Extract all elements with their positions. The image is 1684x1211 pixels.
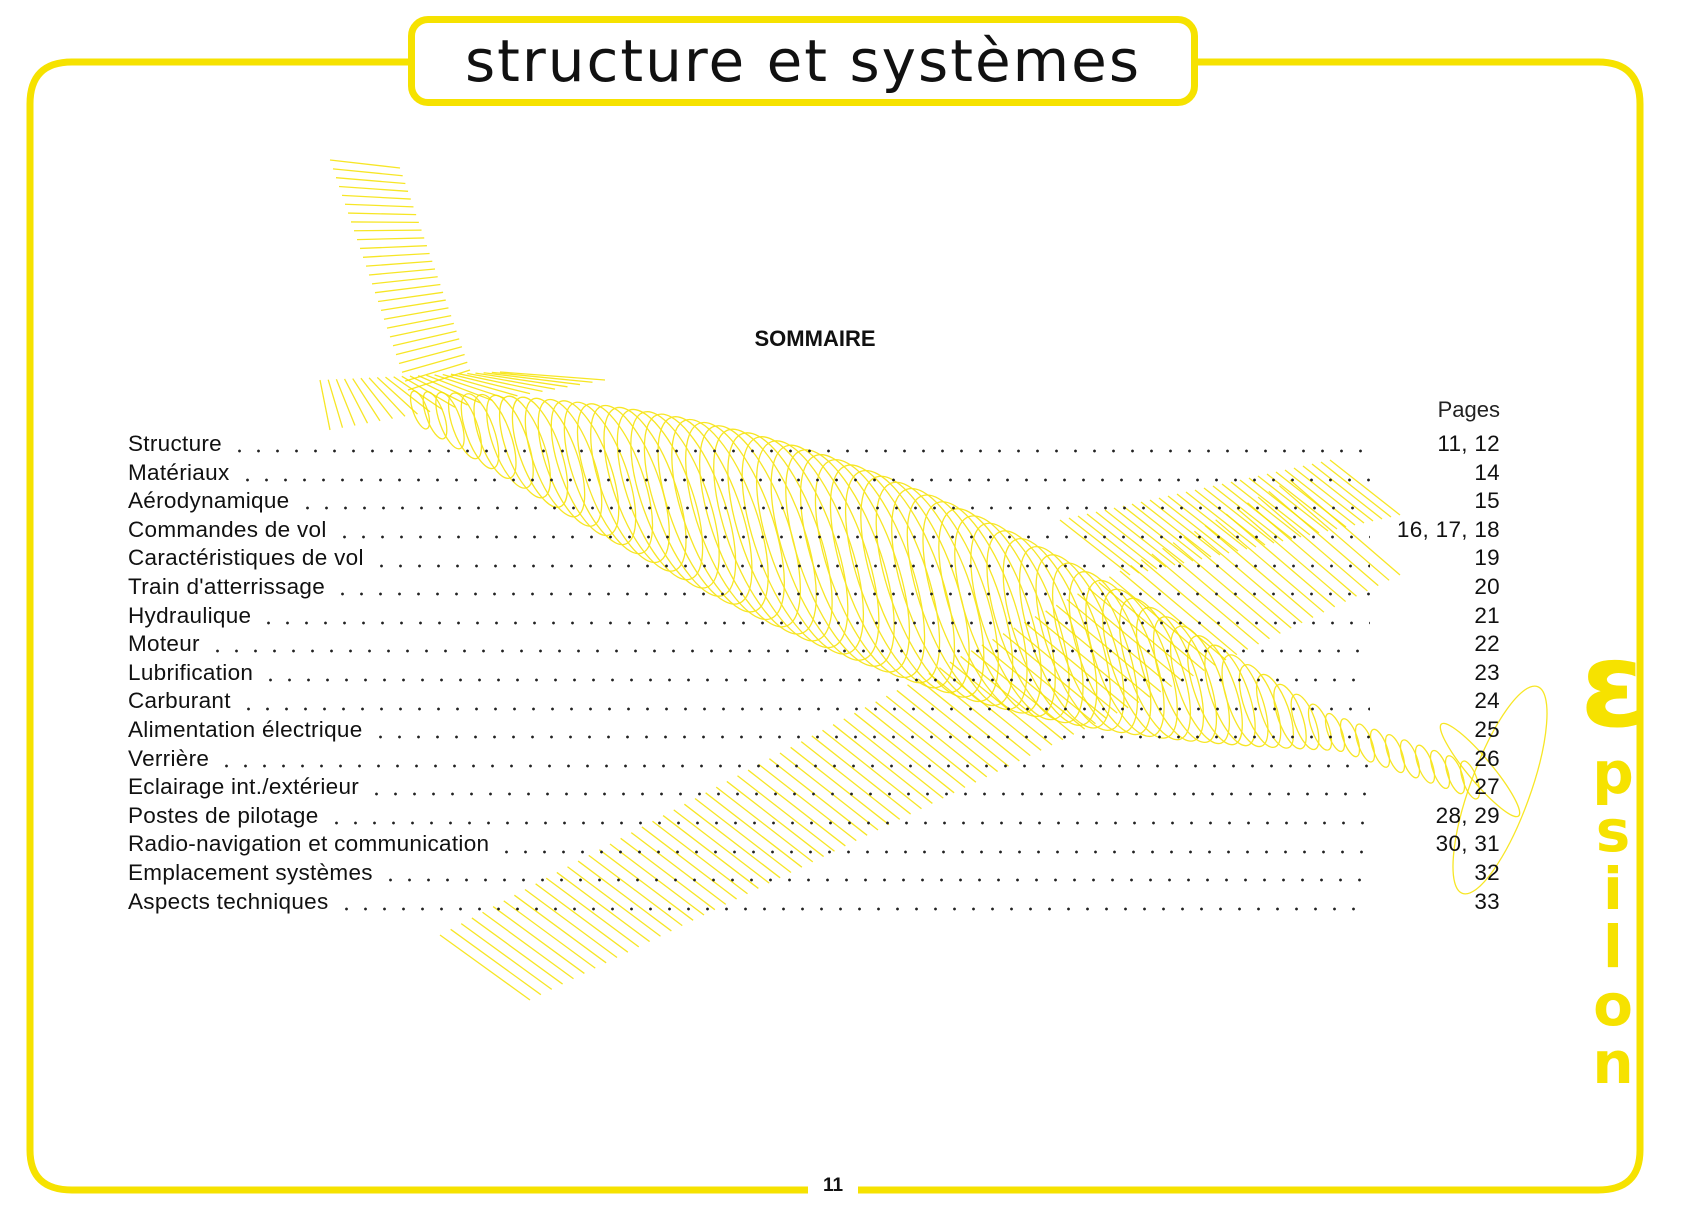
toc-entry[interactable]: Verrière 26 [128,746,1500,775]
toc-label: Radio-navigation et communication [128,831,490,857]
toc-label: Caractéristiques de vol [128,545,364,571]
toc-page: 25 [1474,716,1500,742]
toc-page: 26 [1474,745,1500,771]
toc-label: Commandes de vol [128,516,327,542]
toc-page: 20 [1474,573,1500,599]
propeller [1439,685,1548,895]
toc-entry[interactable]: Eclairage int./extérieur 27 [128,774,1500,803]
toc-label: Train d'atterrissage [128,573,326,599]
dot-leader [207,636,1370,655]
table-of-contents: Structure 11, 12 Matériaux 14 Aérodynamiqu… [128,431,1500,917]
pages-column-header: Pages [1437,397,1500,422]
toc-entry[interactable]: Commandes de vol 16, 17, 18 [128,517,1500,546]
toc-entry[interactable]: Alimentation électrique 25 [128,717,1500,746]
brand-letter: i [1603,855,1623,923]
dot-leader [238,693,1370,712]
dot-leader [336,893,1370,912]
brand-letter: l [1603,913,1623,981]
toc-label: Verrière [128,745,210,771]
dot-leader [261,665,1370,684]
toc-label: Alimentation électrique [128,716,363,742]
dot-leader [370,722,1370,741]
toc-label: Carburant [128,688,231,714]
horizontal-stabilizer [319,371,606,431]
toc-label: Aspects techniques [128,888,329,914]
dot-leader [237,464,1370,483]
toc-label: Structure [128,431,222,456]
toc-entry[interactable]: Radio-navigation et communication 30, 31 [128,831,1500,860]
toc-page: 24 [1474,688,1500,714]
page-title: structure et systèmes [464,27,1142,95]
brand-initial: ε [1580,616,1646,754]
dot-leader [371,550,1370,569]
brand-letter: o [1593,971,1633,1039]
dot-leader [497,836,1370,855]
toc-entry[interactable]: Carburant 24 [128,688,1500,717]
toc-page: 23 [1474,659,1500,685]
toc-page: 14 [1474,459,1500,485]
brand-letter: s [1595,797,1631,865]
tail-fin [329,159,471,391]
toc-label: Aérodynamique [128,488,290,514]
toc-entry[interactable]: Train d'atterrissage 20 [128,574,1500,603]
toc-page: 30, 31 [1435,831,1500,857]
toc-page: 16, 17, 18 [1396,516,1500,542]
toc-page: 22 [1474,631,1500,657]
toc-label: Matériaux [128,459,230,485]
toc-entry[interactable]: Lubrification 23 [128,660,1500,689]
toc-entry[interactable]: Matériaux 14 [128,460,1500,489]
title-box: structure et systèmes [408,16,1198,106]
toc-entry[interactable]: Aspects techniques 33 [128,889,1500,918]
toc-page: 28, 29 [1435,802,1500,828]
dot-leader [217,750,1370,769]
toc-label: Postes de pilotage [128,802,319,828]
dot-leader [334,522,1370,541]
toc-page: 32 [1474,859,1500,885]
brand-letter: n [1592,1029,1634,1097]
toc-entry[interactable]: Hydraulique 21 [128,603,1500,632]
toc-page: 15 [1474,488,1500,514]
toc-page: 33 [1474,888,1500,914]
toc-entry[interactable]: Emplacement systèmes 32 [128,860,1500,889]
dot-leader [297,493,1370,512]
toc-label: Hydraulique [128,602,252,628]
toc-entry[interactable]: Aérodynamique 15 [128,488,1500,517]
toc-page: 19 [1474,545,1500,571]
toc-label: Moteur [128,631,200,657]
toc-page: 21 [1474,602,1500,628]
toc-entry[interactable]: Moteur 22 [128,631,1500,660]
toc-label: Eclairage int./extérieur [128,774,360,800]
toc-label: Emplacement systèmes [128,859,373,885]
toc-entry[interactable]: Structure 11, 12 [128,431,1500,460]
toc-page: 11, 12 [1437,431,1500,456]
dot-leader [380,865,1370,884]
toc-entry[interactable]: Caractéristiques de vol 19 [128,545,1500,574]
page-number: 11 [808,1175,858,1197]
toc-label: Lubrification [128,659,254,685]
summary-heading: SOMMAIRE [754,326,876,351]
toc-entry[interactable]: Postes de pilotage 28, 29 [128,803,1500,832]
dot-leader [367,779,1370,798]
brand-letter: p [1592,739,1634,807]
toc-page: 27 [1474,774,1500,800]
dot-leader [230,436,1370,455]
dot-leader [326,808,1370,827]
dot-leader [259,607,1370,626]
dot-leader [333,579,1370,598]
